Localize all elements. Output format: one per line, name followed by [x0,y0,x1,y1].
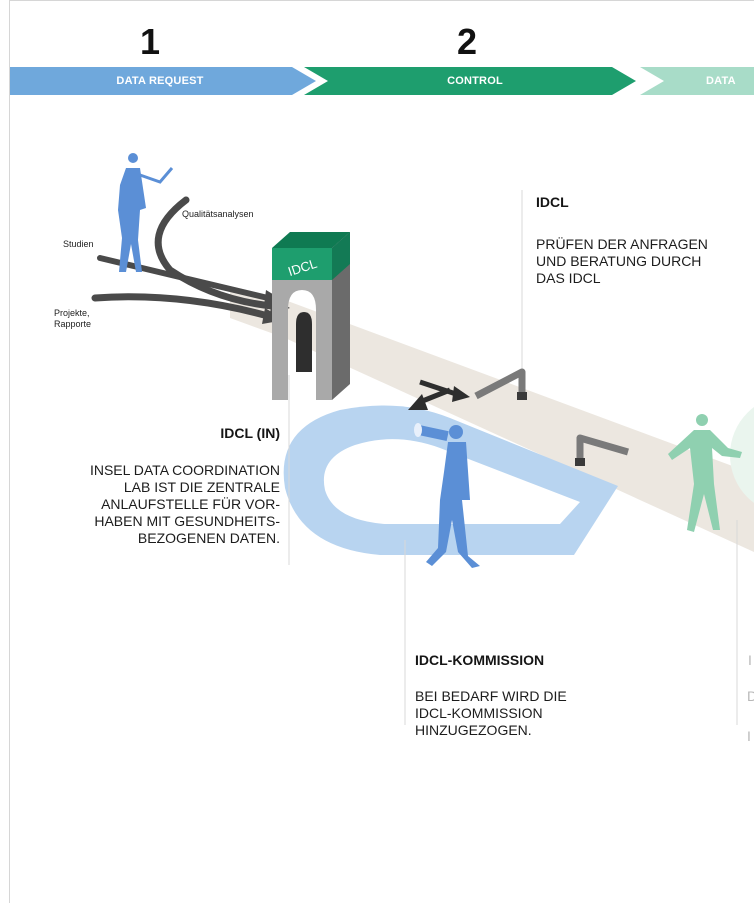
return-arrowhead [408,394,428,410]
commission-figure [414,423,480,568]
kommission-text: BEI BEDARF WIRD DIE IDCL-KOMMISSION HINZ… [415,688,567,738]
forward-arrowhead [452,386,470,402]
barrier-2 [575,434,629,466]
arrow-projekte [91,293,272,320]
arrow-qualitaetsanalysen [154,196,276,310]
requester-figure [118,153,174,272]
label-projekte: Projekte, Rapporte [54,308,92,329]
idcl-in-text: INSEL DATA COORDINATION LAB IST DIE ZENT… [89,462,280,546]
cut-off-line-2: I [747,728,751,744]
process-belt [230,286,754,552]
arrow-studien [97,255,271,301]
next-step-disc [730,407,754,503]
idcl-gate [272,232,350,400]
step-1-label: DATA REQUEST [116,75,204,87]
cut-off-line-1: D [747,688,754,704]
idcl-title: IDCL [536,194,569,210]
label-studien: Studien [63,239,94,249]
step-3-label: DATA [706,75,736,87]
worker-figure [668,414,742,532]
barrier-1 [474,368,527,400]
step-1-banner [10,67,316,95]
label-qualitaetsanalysen: Qualitätsanalysen [182,209,254,219]
kommission-title: IDCL-KOMMISSION [415,652,545,668]
step-2-banner [304,67,636,95]
idcl-text: PRÜFEN DER ANFRAGEN UND BERATUNG DURCH D… [536,236,708,286]
step-1-number: 1 [140,21,161,62]
idcl-in-title: IDCL (IN) [220,425,280,441]
step-3-banner [640,67,754,95]
forward-arrow [419,379,457,397]
step-2-label: CONTROL [447,75,503,87]
step-2-number: 2 [457,21,478,62]
cut-off-title: I [748,652,752,668]
